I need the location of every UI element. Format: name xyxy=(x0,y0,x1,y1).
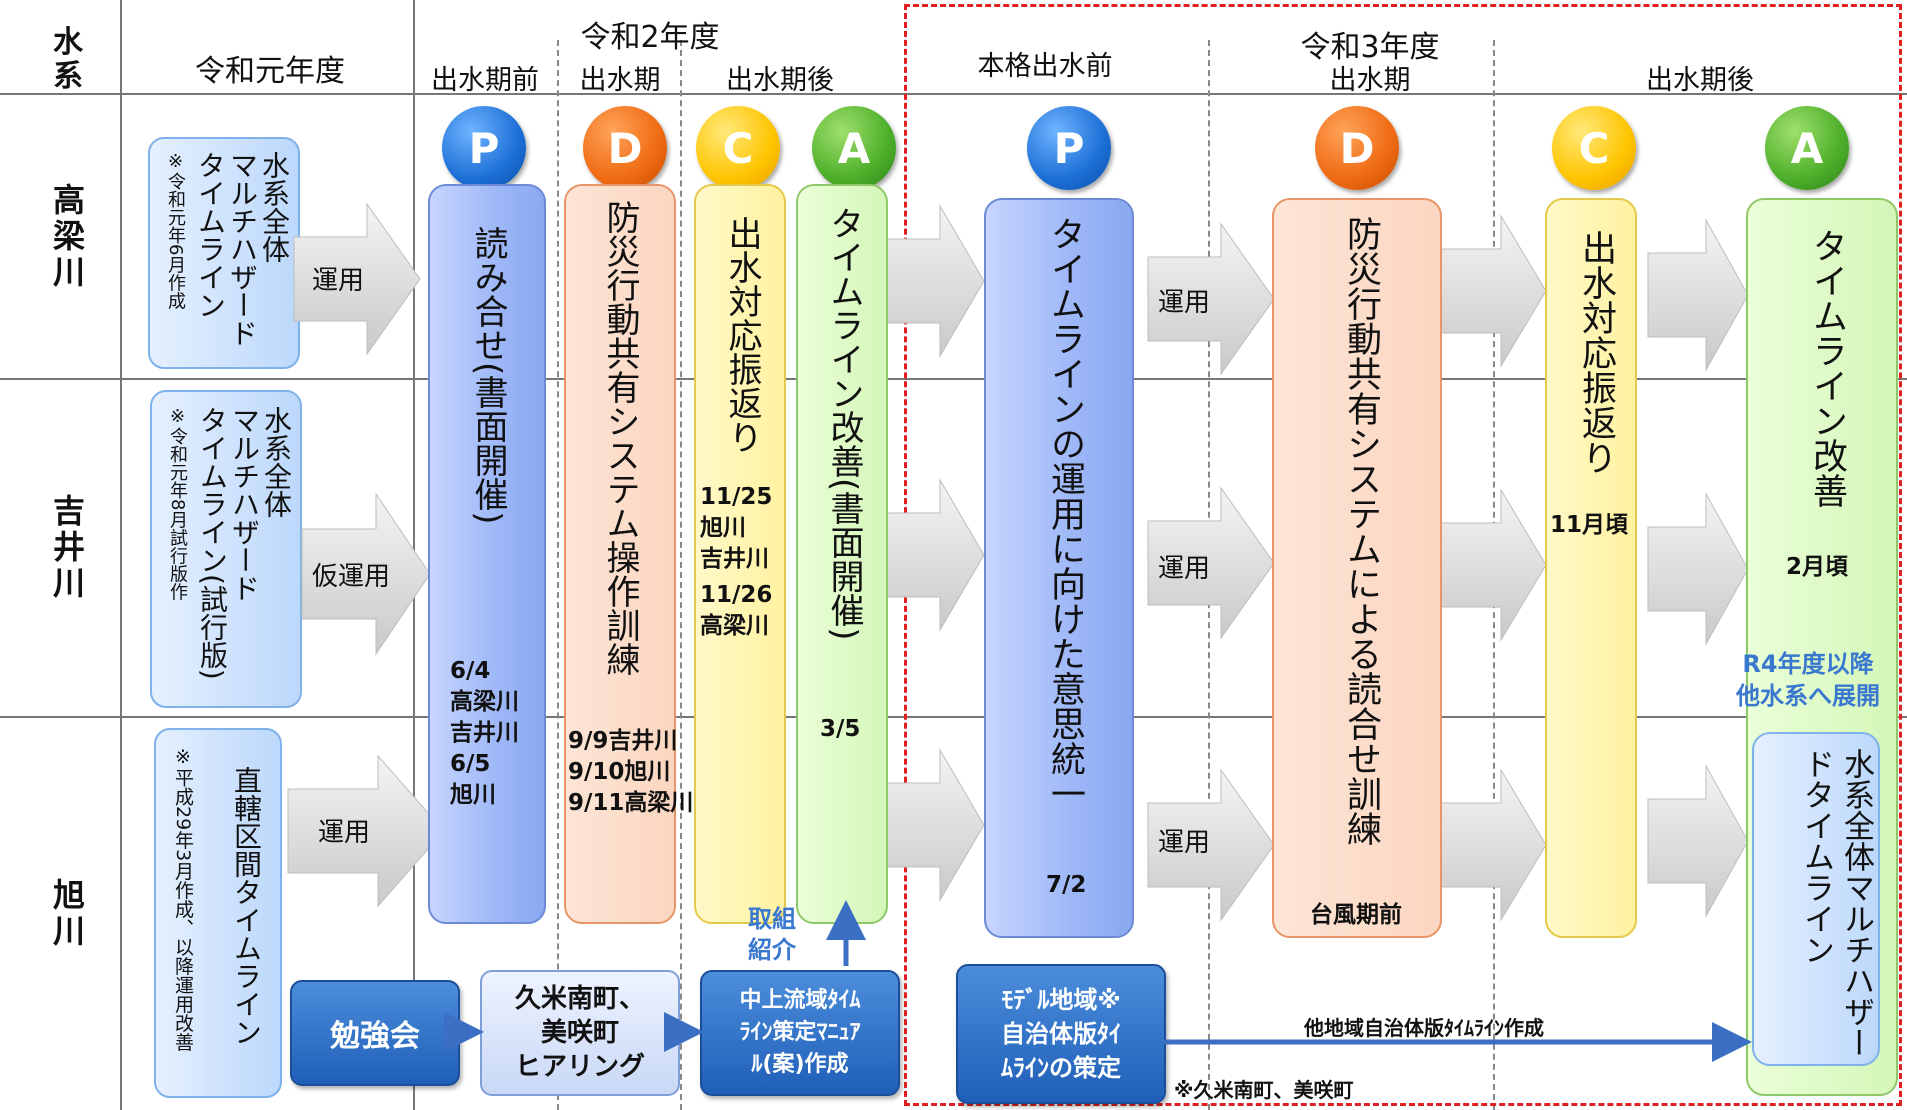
r2-c-bar-title: 出水対応振返り xyxy=(722,216,762,454)
row-label-yoshii: 吉井川 xyxy=(48,494,86,602)
r3-c-circle: C xyxy=(1552,106,1636,190)
block-arrow-takahashi-r1 xyxy=(293,202,421,356)
arrow-label-yoshii-r1: 仮運用 xyxy=(312,562,391,592)
r2-p-bar-title: 読み合せ(書面開催) xyxy=(468,226,508,525)
r3-d-note: 台風期前 xyxy=(1310,902,1402,928)
header-r3-after: 出水期後 xyxy=(1646,65,1754,96)
r2-c-bar: 出水対応振返り xyxy=(694,184,786,924)
intro-label: 取組 紹介 xyxy=(748,905,796,964)
r2-d-note: 9/9吉井川 9/10旭川 9/11高梁川 xyxy=(568,728,694,816)
block-arrow-asahi-r2 xyxy=(879,748,985,902)
block-arrow-yoshii-r3b xyxy=(1439,488,1547,642)
r2-a-bar: タイムライン改善(書面開催) xyxy=(796,184,888,924)
r2-c-note-1: 11/25 旭川 吉井川 xyxy=(700,484,773,572)
r2-p-bar: 読み合せ(書面開催) xyxy=(428,184,546,924)
block-arrow-asahi-r1 xyxy=(287,754,445,908)
arrow-label-yoshii-r3: 運用 xyxy=(1158,554,1211,584)
r3-expand-note: R4年度以降 他水系へ展開 xyxy=(1736,650,1880,710)
r3-p-note: 7/2 xyxy=(1046,872,1087,898)
r3-a-sub-box: 水系全体マルチハザードタイムライン xyxy=(1752,732,1880,1066)
hearing-box: 久米南町、 美咲町 ヒアリング xyxy=(480,970,680,1096)
r1-box-asahi-title: 直轄区間タイムライン xyxy=(230,766,263,1046)
r3-a-circle: A xyxy=(1765,106,1849,190)
dash-divider-2 xyxy=(680,40,682,1110)
manual-box: 中上流域ﾀｲﾑ ﾗｲﾝ策定ﾏﾆｭｱ ﾙ(案)作成 xyxy=(700,970,900,1096)
row-label-asahi: 旭川 xyxy=(48,878,86,950)
block-arrow-asahi-r3a xyxy=(1147,768,1275,922)
block-arrow-asahi-r3b xyxy=(1439,768,1547,922)
r2-c-circle: C xyxy=(696,106,780,190)
row-label-takahashi: 高梁川 xyxy=(48,182,86,291)
r2-d-bar-title: 防災行動共有システム操作訓練 xyxy=(600,200,640,676)
block-arrow-takahashi-r2 xyxy=(879,204,985,358)
header-r2: 令和2年度 xyxy=(580,20,720,55)
r1-box-yoshii-note: ※令和元年8月試行版作 xyxy=(167,406,188,601)
study-box: 勉強会 xyxy=(290,980,460,1086)
row-divider-1 xyxy=(0,378,1907,380)
block-arrow-yoshii-r2 xyxy=(879,478,985,632)
r2-a-note: 3/5 xyxy=(820,716,861,742)
arrow-label-asahi-r3: 運用 xyxy=(1158,828,1211,858)
arrow-label-takahashi-r3: 運用 xyxy=(1158,288,1211,318)
r2-d-circle: D xyxy=(583,106,667,190)
r1-box-takahashi-title: 水系全体 マルチハザード タイムライン xyxy=(194,151,291,347)
r3-c-note: 11月頃 xyxy=(1550,512,1629,538)
header-r1: 令和元年度 xyxy=(195,54,345,89)
header-r2-before: 出水期前 xyxy=(431,65,539,96)
block-arrow-yoshii-r1 xyxy=(301,492,431,656)
header-r3-during: 出水期 xyxy=(1329,65,1411,96)
header-divider xyxy=(0,93,1907,95)
r3-c-bar: 出水対応振返り xyxy=(1545,198,1637,938)
r3-p-bar: タイムラインの運用に向けた意思統一 xyxy=(984,198,1134,938)
r2-p-note: 6/4 高梁川 吉井川 6/5 旭川 xyxy=(450,658,519,808)
block-arrow-asahi-r3c xyxy=(1647,764,1749,918)
r3-p-bar-title: タイムラインの運用に向けた意思統一 xyxy=(1045,216,1085,811)
r1-box-takahashi-note: ※令和元年6月作成 xyxy=(165,151,186,310)
header-r3-before: 本格出水前 xyxy=(977,51,1113,82)
arrow-label-asahi-r1: 運用 xyxy=(318,818,371,848)
r3-d-bar-title: 防災行動共有システムによる読合せ訓練 xyxy=(1341,216,1381,846)
r1-box-takahashi: 水系全体 マルチハザード タイムライン ※令和元年6月作成 xyxy=(148,137,300,369)
r1-box-yoshii-title: 水系全体 マルチハザード タイムライン(試行版) xyxy=(196,406,293,680)
r3-c-bar-title: 出水対応振返り xyxy=(1576,230,1616,475)
r2-a-bar-title: タイムライン改善(書面開催) xyxy=(824,206,864,641)
r1-box-asahi-note: ※平成29年3月作成、以降運用改善 xyxy=(172,746,194,1052)
block-arrow-yoshii-r3a xyxy=(1147,486,1275,640)
model-box: ﾓﾃﾞﾙ地域※ 自治体版ﾀｲ ﾑﾗｲﾝの策定 xyxy=(956,964,1166,1104)
r2-d-bar: 防災行動共有システム操作訓練 xyxy=(564,184,676,924)
other-area-label: 他地域自治体版ﾀｲﾑﾗｲﾝ作成 xyxy=(1304,1016,1544,1040)
header-r2-during: 出水期 xyxy=(579,65,661,96)
row-divider-2 xyxy=(0,716,1907,718)
r3-a-note: 2月頃 xyxy=(1786,554,1849,580)
r3-d-circle: D xyxy=(1315,106,1399,190)
r3-a-bar-title: タイムライン改善 xyxy=(1807,228,1847,508)
r2-c-note-2: 11/26 高梁川 xyxy=(700,582,773,639)
footnote: ※久米南町、美咲町 xyxy=(1174,1078,1354,1102)
arrow-label-takahashi-r1: 運用 xyxy=(312,266,365,296)
col-divider-1 xyxy=(120,0,122,1110)
block-arrow-yoshii-r3c xyxy=(1647,492,1749,646)
r3-p-circle: P xyxy=(1027,106,1111,190)
header-r3: 令和3年度 xyxy=(1300,30,1440,65)
block-arrow-takahashi-r3a xyxy=(1147,222,1275,376)
block-arrow-takahashi-r3b xyxy=(1439,214,1547,368)
block-arrow-takahashi-r3c xyxy=(1647,218,1749,372)
r1-box-yoshii: 水系全体 マルチハザード タイムライン(試行版) ※令和元年8月試行版作 xyxy=(150,390,302,708)
r3-a-sub-box-title: 水系全体マルチハザードタイムライン xyxy=(1798,748,1874,1058)
r2-a-circle: A xyxy=(812,106,896,190)
r3-d-bar: 防災行動共有システムによる読合せ訓練 xyxy=(1272,198,1442,938)
header-suikei: 水系 xyxy=(53,25,83,94)
dash-divider-1 xyxy=(557,40,559,1110)
header-r2-after: 出水期後 xyxy=(726,65,834,96)
r2-p-circle: P xyxy=(442,106,526,190)
r1-box-asahi: 直轄区間タイムライン ※平成29年3月作成、以降運用改善 xyxy=(154,728,282,1098)
